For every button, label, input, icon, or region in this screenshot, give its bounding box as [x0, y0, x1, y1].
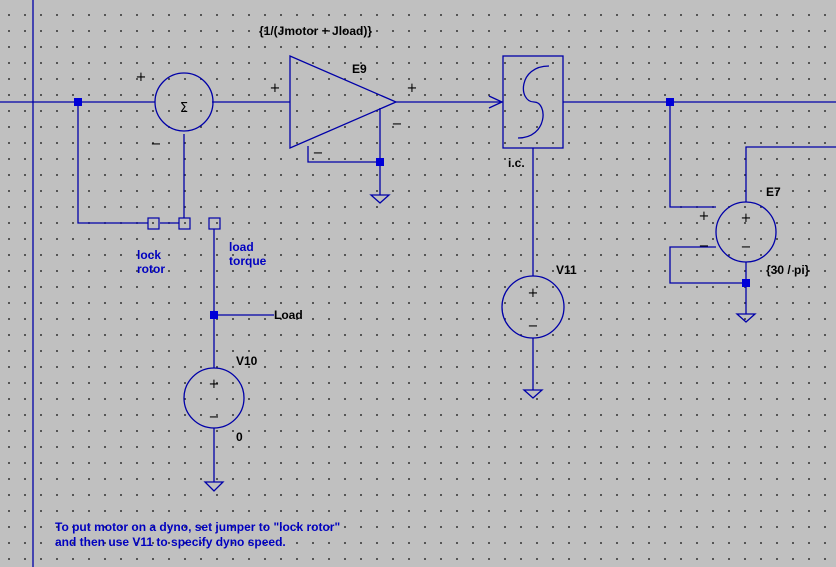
v10-name-label: V10	[236, 354, 258, 368]
e9-name-label: E9	[352, 62, 367, 76]
v11-plus: +	[528, 286, 539, 301]
junction-load	[210, 311, 218, 319]
v11-name-label: V11	[556, 263, 577, 277]
load-torque-label-1: load	[229, 240, 254, 254]
ground-e7-icon	[735, 313, 757, 323]
ground-v10-icon	[203, 481, 225, 492]
lock-rotor-pin-right[interactable]	[178, 217, 191, 230]
ground-v11-icon	[522, 389, 544, 399]
wire-lock-branch[interactable]	[77, 102, 148, 224]
note-line-1: To put motor on a dyno, set jumper to "l…	[55, 520, 340, 534]
e9-minus-out: −	[392, 117, 403, 132]
e7-plus: +	[741, 211, 752, 226]
e7-gain-label: {30 / pi}	[766, 263, 810, 277]
load-net-label: Load	[274, 308, 303, 322]
junction-output	[666, 98, 674, 106]
e9-triangle[interactable]	[289, 55, 398, 149]
lock-rotor-pin-left[interactable]	[147, 217, 160, 230]
junction-input	[74, 98, 82, 106]
integral-icon	[517, 65, 550, 139]
wire-e7-minus-in[interactable]	[669, 246, 746, 284]
summer-plus-sign: +	[136, 70, 147, 85]
v10-plus: +	[209, 377, 220, 392]
load-torque-pin[interactable]	[208, 217, 221, 230]
e9-plus-in: +	[270, 81, 281, 96]
summer-minus-sign: −	[151, 137, 162, 152]
load-torque-label-2: torque	[229, 254, 267, 268]
e9-gain-label: {1/(Jmotor + Jload)}	[259, 24, 372, 38]
e9-minus-in: −	[313, 146, 324, 161]
v10-circle[interactable]	[183, 367, 245, 429]
e7-in-plus: +	[699, 209, 710, 224]
v11-minus: −	[528, 319, 539, 334]
lock-rotor-label-2: rotor	[137, 262, 165, 276]
summer-circle[interactable]	[154, 72, 214, 132]
wire-e7-out[interactable]	[745, 146, 836, 202]
lock-rotor-label-1: lock	[137, 248, 161, 262]
e7-name-label: E7	[766, 185, 781, 199]
wire-e7-plus-in[interactable]	[669, 102, 716, 208]
e7-minus: −	[741, 240, 752, 255]
integrator-input-arrow-icon	[488, 95, 504, 109]
sigma-icon: Σ	[180, 101, 188, 116]
ground-e9-icon	[369, 194, 391, 204]
junction-e9-ref	[376, 158, 384, 166]
junction-e7-ground	[742, 279, 750, 287]
integrator-ic-label: i.c.	[508, 156, 525, 170]
v11-circle[interactable]	[501, 275, 565, 339]
e7-circle[interactable]	[715, 201, 777, 263]
v10-minus: −	[209, 410, 220, 425]
v10-value-label: 0	[236, 430, 243, 444]
note-line-2: and then use V11 to specify dyno speed.	[55, 535, 286, 549]
wire-e9-minus-ref[interactable]	[307, 146, 380, 163]
e9-plus-out: +	[407, 81, 418, 96]
e7-in-minus: −	[699, 239, 710, 254]
